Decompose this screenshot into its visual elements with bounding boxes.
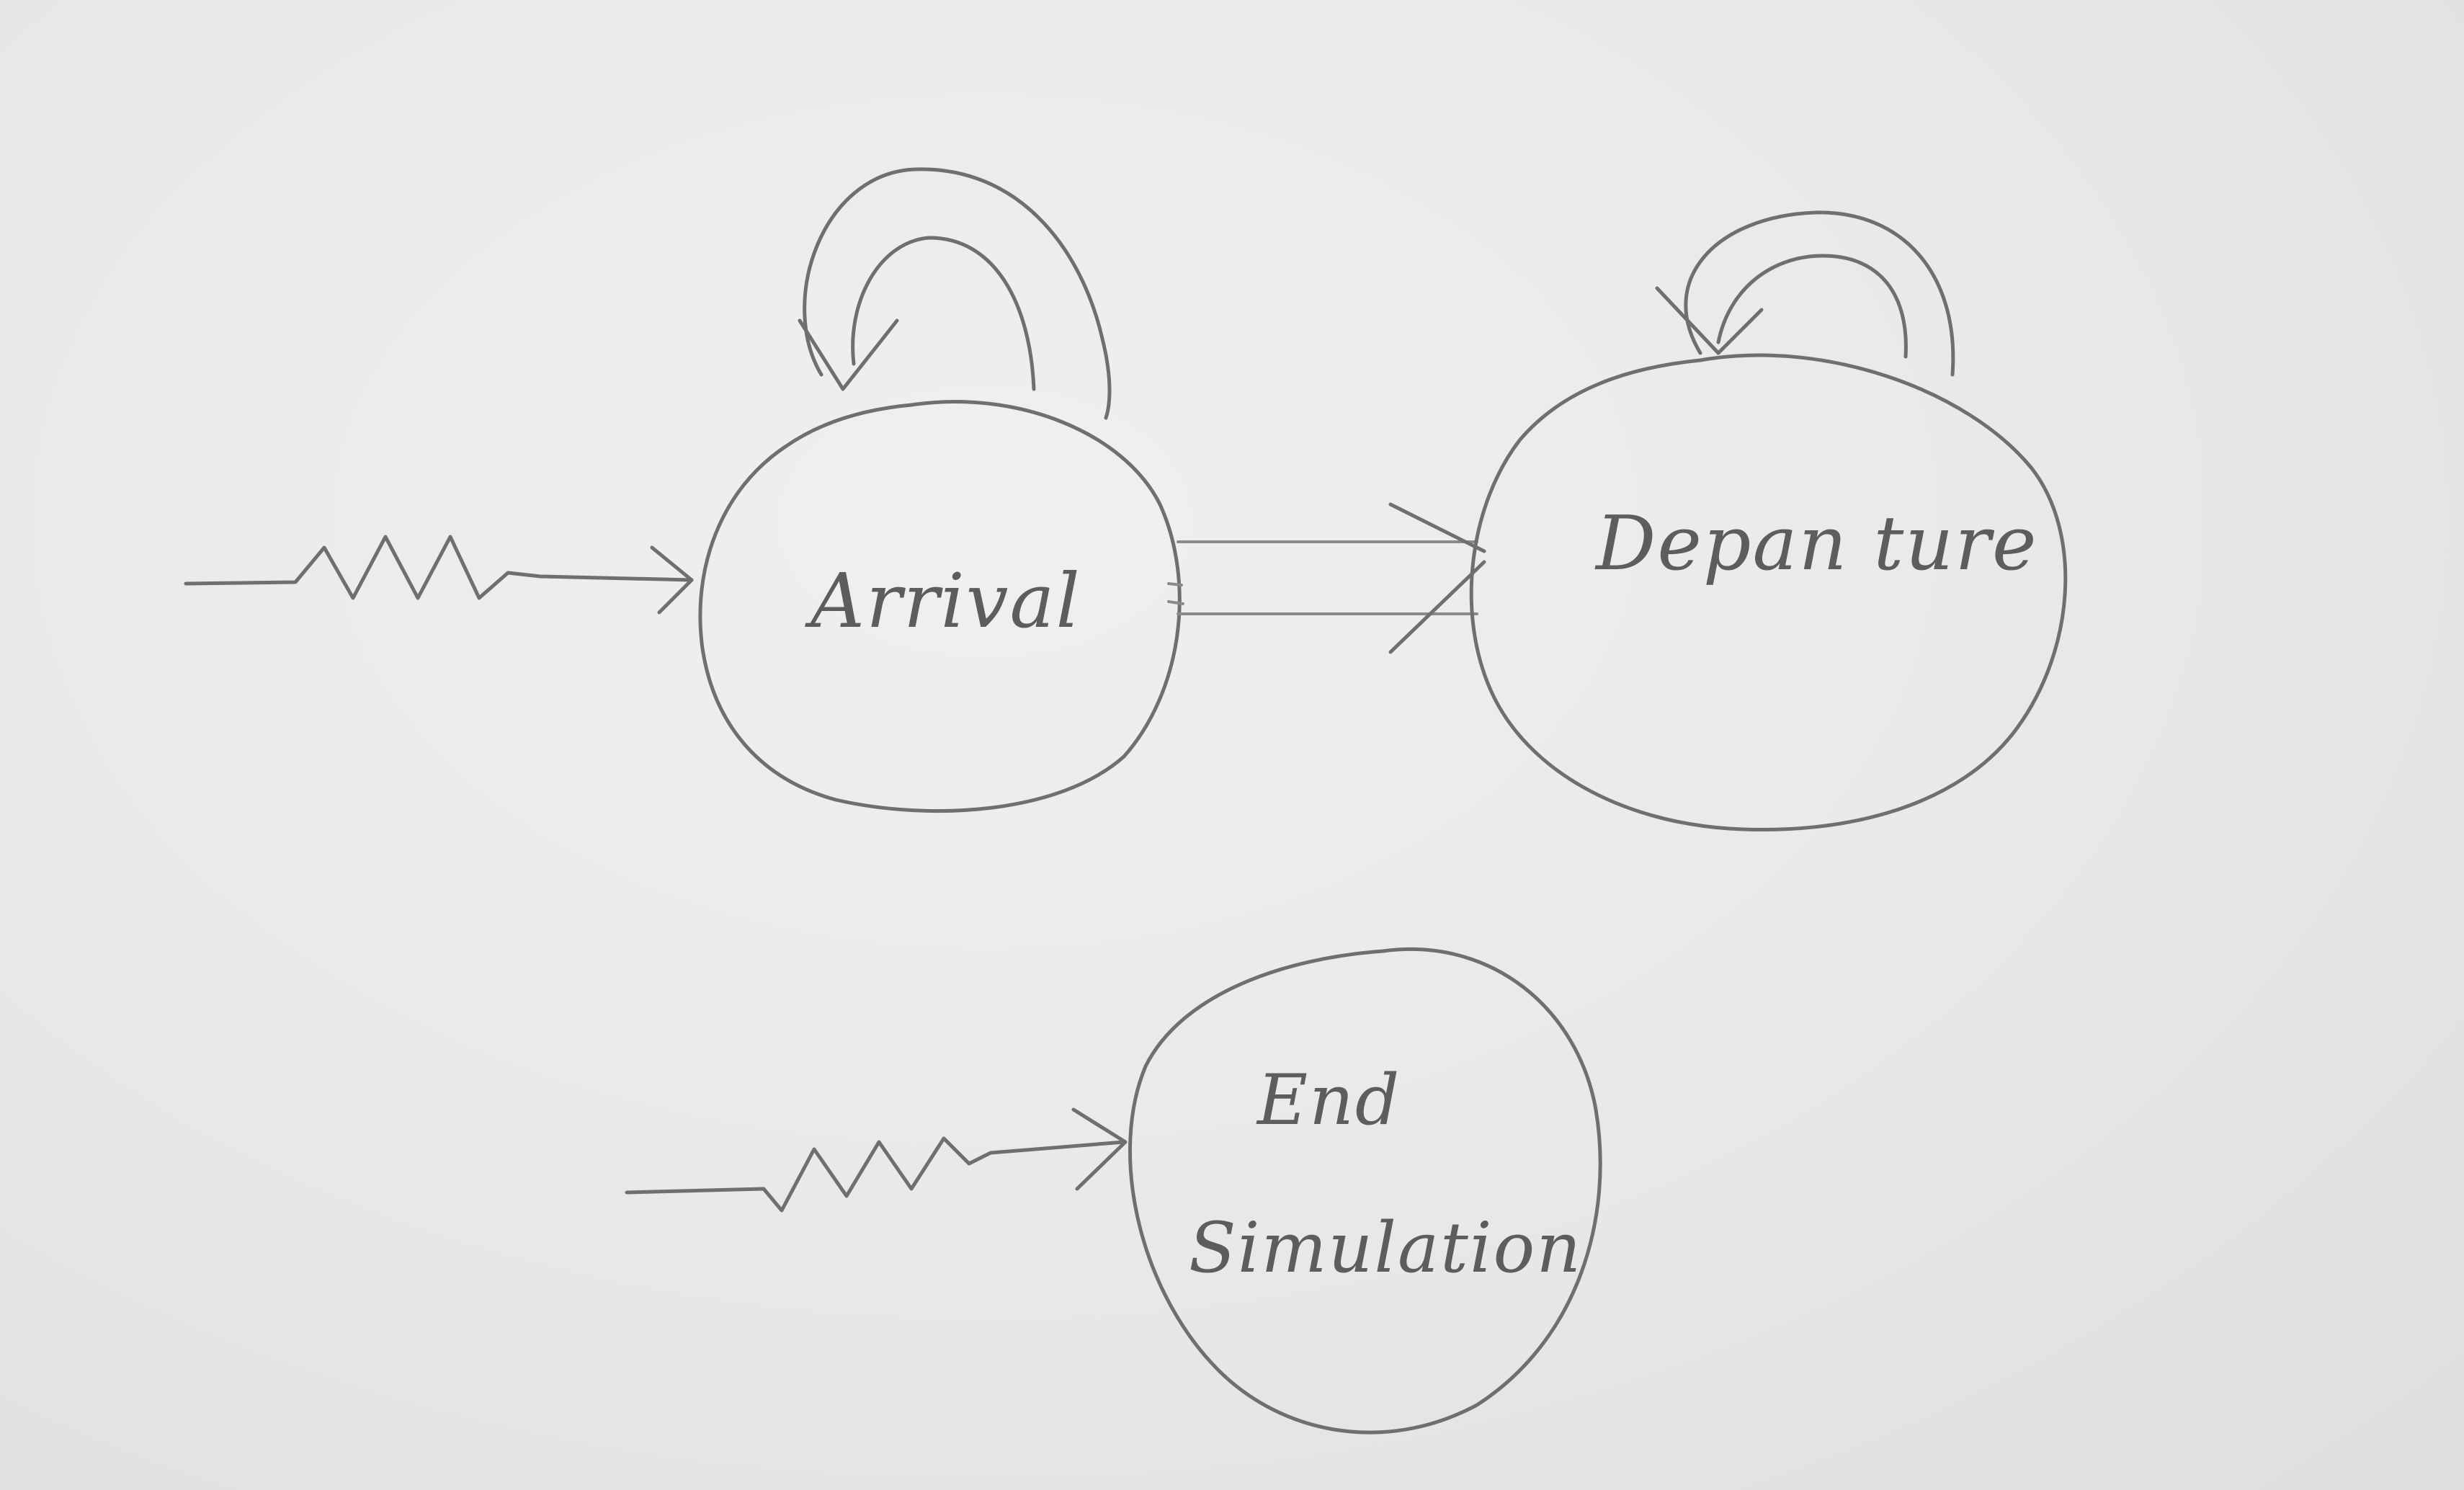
double-arrow-top-head [1388,502,1486,553]
edge-departure-self-loop [1655,210,1955,377]
departure-loop-outer [1684,210,1955,377]
edge-arrival-to-departure [1167,502,1486,654]
node-arrival: Arrival [698,399,1182,813]
node-departure-circle [1469,353,2068,831]
double-arrow-tail-marks [1167,582,1184,605]
node-arrival-circle [698,399,1182,813]
node-end-label-line1: End [1256,1060,1401,1141]
departure-loop-inner [1716,254,1908,359]
arrival-loop-arrowhead [798,318,899,391]
edge-external-to-arrival [184,535,694,615]
arrival-input-arrowhead [650,545,694,615]
arrival-loop-outer [803,167,1112,420]
end-zigzag-line [625,1136,1126,1213]
node-arrival-label: Arrival [805,557,1081,645]
node-departure-label: Depan ture [1594,499,2038,587]
edge-external-to-end [625,1107,1128,1213]
node-end-label-line2: Simulation [1189,1208,1582,1288]
node-end-simulation: End Simulation [1128,947,1602,1435]
double-arrow-bottom-head [1388,560,1486,654]
node-end-circle [1128,947,1602,1435]
departure-loop-arrowhead [1655,286,1764,355]
node-departure: Depan ture [1469,353,2068,831]
arrival-zigzag-line [184,535,694,600]
edge-arrival-self-loop [798,167,1112,420]
end-input-arrowhead [1071,1107,1128,1191]
arrival-loop-inner [851,236,1036,391]
